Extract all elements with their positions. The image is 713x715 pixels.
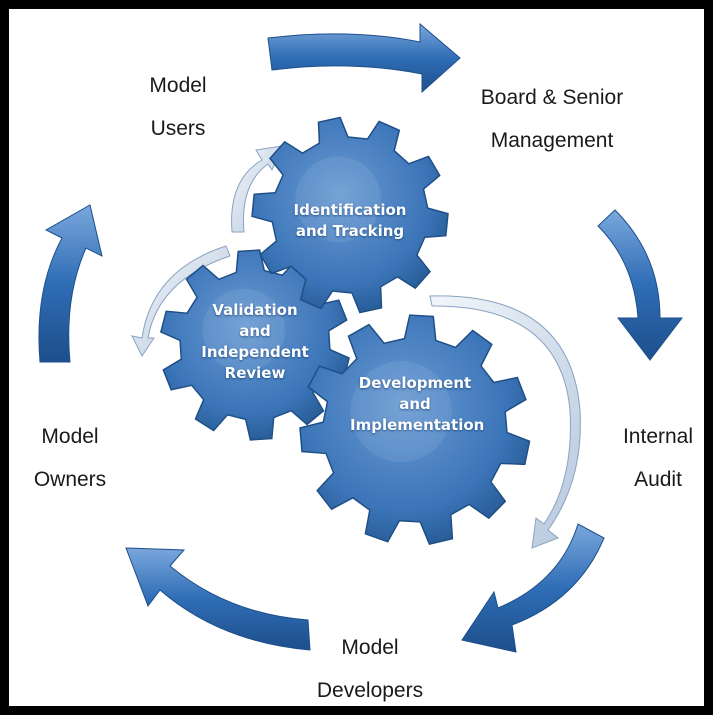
label-model-developers: Model Developers (316, 636, 424, 702)
arrow-owners-to-users (38, 204, 103, 363)
arrow-board-to-audit (597, 209, 684, 361)
gear-label-validation: Validation and Independent Review (201, 301, 309, 382)
label-model-users: Model Users (149, 74, 207, 140)
gear-development (299, 314, 531, 545)
gears (160, 116, 531, 545)
gear-label-development: Development and Implementation (350, 374, 485, 434)
gear-identification-highlight (295, 156, 382, 243)
gear-development-highlight (350, 361, 452, 463)
gear-identification (251, 116, 449, 314)
arrow-developers-to-owners (125, 547, 311, 651)
label-board-senior-management: Board & Senior Management (480, 86, 624, 152)
label-internal-audit: Internal Audit (622, 425, 694, 491)
gear-validation-highlight (202, 288, 285, 372)
gear-label-identification: Identification and Tracking (293, 201, 407, 240)
arrow-audit-to-developers (461, 523, 605, 653)
inner-arrow-identification-to-development (429, 295, 581, 549)
arrow-users-to-board (267, 22, 461, 94)
label-model-owners: Model Owners (33, 425, 107, 491)
